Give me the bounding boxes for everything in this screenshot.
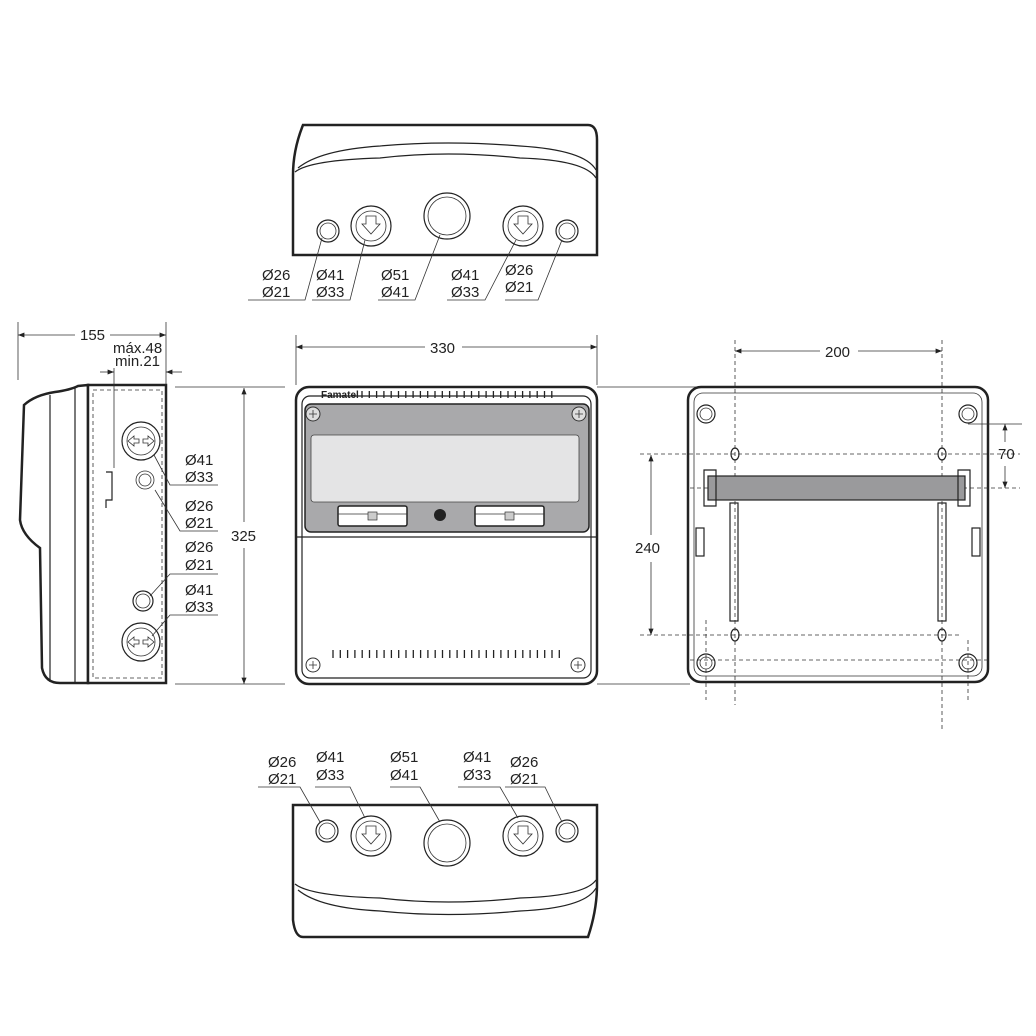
knockout-arrow-icon: [127, 435, 155, 447]
hole-label-inner: Ø33: [463, 767, 491, 784]
hole-label-inner: Ø41: [381, 284, 409, 301]
hole-label-outer: Ø26: [185, 498, 213, 515]
hole-label-inner: Ø41: [390, 767, 418, 784]
hole-label-inner: Ø21: [268, 771, 296, 788]
screw-icon: [305, 657, 321, 673]
screw-icon: [570, 657, 586, 673]
rear-view: 200 240 70: [597, 340, 1022, 730]
hole-label-outer: Ø41: [316, 267, 344, 284]
height-dimension: 325: [231, 528, 256, 545]
knockout-arrow-icon: [127, 636, 155, 648]
cover-latch-right[interactable]: [474, 505, 545, 527]
hole-label-outer: Ø51: [390, 749, 418, 766]
vertical-hole-spacing: 240: [635, 540, 660, 557]
width-dimension: 330: [430, 340, 455, 357]
depth-dimension: 155: [80, 327, 105, 344]
horizontal-hole-spacing: 200: [825, 344, 850, 361]
screw-icon: [305, 406, 321, 422]
screw-icon: [571, 406, 587, 422]
hole-label-inner: Ø21: [505, 279, 533, 296]
din-rail: [707, 475, 966, 501]
cover-latch-left[interactable]: [337, 505, 408, 527]
hole-label-inner: Ø21: [510, 771, 538, 788]
hole-label-outer: Ø41: [451, 267, 479, 284]
side-view: Ø41 Ø33 Ø26 Ø21 Ø26 Ø21 Ø41 Ø33 155 máx.…: [17, 322, 285, 685]
rail-min-dimension: min.21: [115, 353, 160, 370]
hole-label-outer: Ø41: [316, 749, 344, 766]
rail-max-dimension: máx.48: [113, 340, 162, 357]
hole-label-outer: Ø26: [268, 754, 296, 771]
vent-slots-bottom: [332, 650, 560, 658]
hole-label-inner: Ø33: [316, 284, 344, 301]
hole-label-inner: Ø33: [185, 469, 213, 486]
bottom-view: Ø26 Ø21 Ø41 Ø33 Ø51 Ø41 Ø41 Ø33 Ø26 Ø21: [258, 749, 599, 939]
hole-label-inner: Ø21: [262, 284, 290, 301]
hole-label-inner: Ø33: [316, 767, 344, 784]
hole-label-inner: Ø21: [185, 557, 213, 574]
knockout-arrow-icon: [513, 825, 533, 845]
hole-label-inner: Ø33: [451, 284, 479, 301]
hole-label-outer: Ø51: [381, 267, 409, 284]
hole-label-outer: Ø41: [185, 582, 213, 599]
vent-slots-top: [361, 391, 553, 398]
hole-label-outer: Ø41: [185, 452, 213, 469]
hole-label-inner: Ø21: [185, 515, 213, 532]
hole-label-outer: Ø41: [463, 749, 491, 766]
top-view: Ø26 Ø21 Ø41 Ø33 Ø51 Ø41 Ø41 Ø33 Ø26 Ø21: [248, 123, 599, 301]
brand-logo: Famatel: [321, 390, 359, 401]
hole-label-outer: Ø26: [185, 539, 213, 556]
front-view: Famatel 330: [294, 335, 599, 686]
hole-label-inner: Ø33: [185, 599, 213, 616]
knockout-arrow-icon: [361, 215, 381, 235]
rail-offset-dimension: 70: [998, 446, 1015, 463]
knockout-arrow-icon: [513, 215, 533, 235]
knockout-arrow-icon: [361, 825, 381, 845]
breaker-window: [310, 434, 580, 503]
indicator-dot: [434, 509, 446, 521]
hole-label-outer: Ø26: [262, 267, 290, 284]
hole-label-outer: Ø26: [510, 754, 538, 771]
hole-label-outer: Ø26: [505, 262, 533, 279]
